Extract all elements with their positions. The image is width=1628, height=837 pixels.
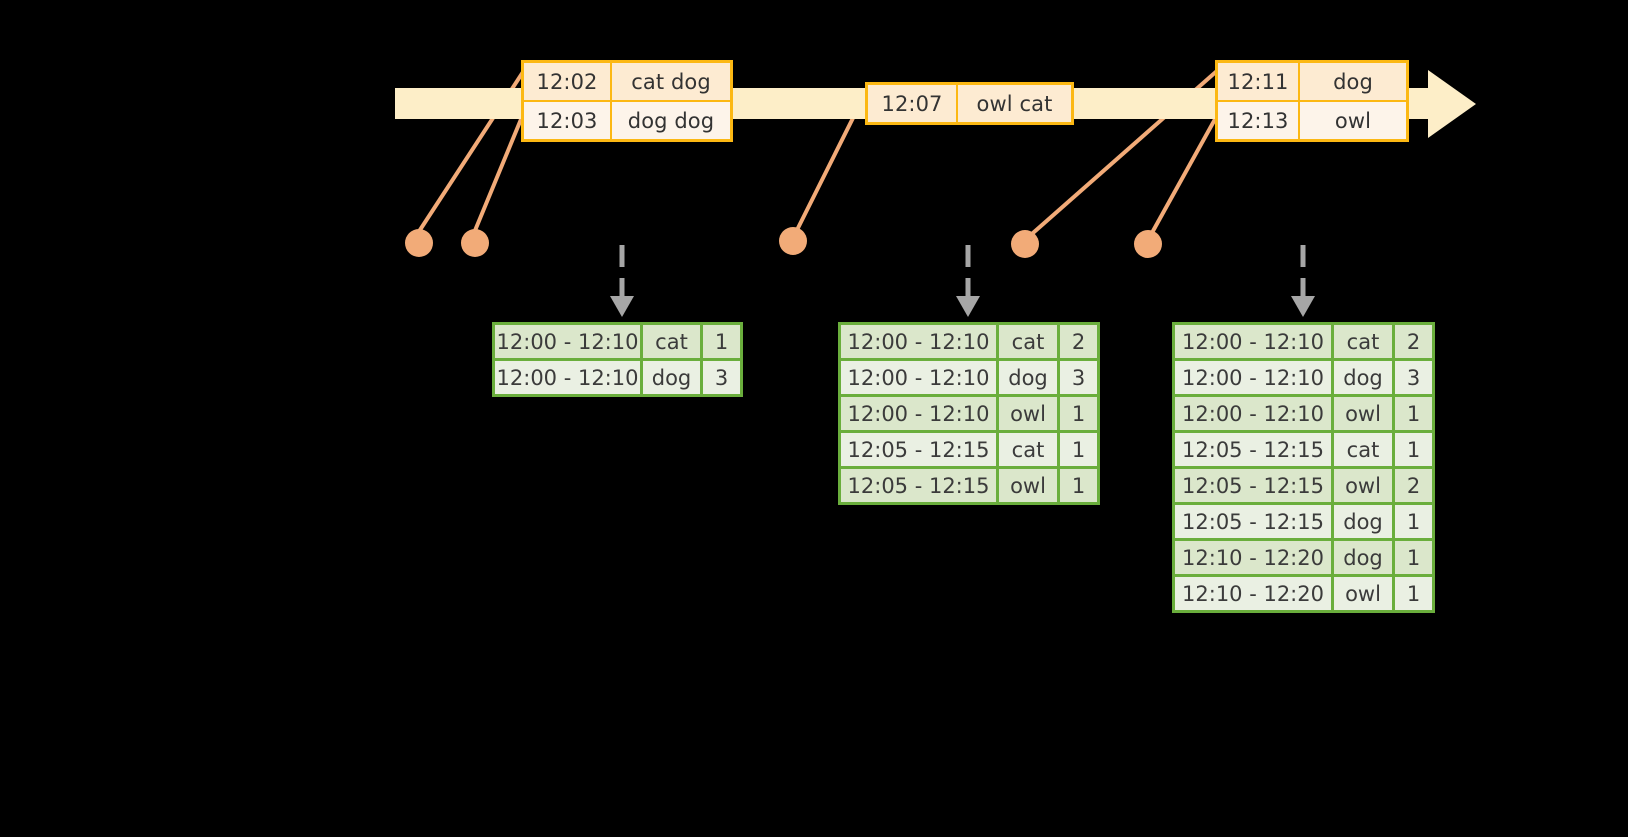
count: 3 <box>1395 361 1432 394</box>
connector-dot-1 <box>405 229 433 257</box>
window-range: 12:00 - 12:10 <box>1175 397 1331 430</box>
table-row[interactable]: 12:00 - 12:10 owl 1 <box>1175 397 1432 430</box>
count: 3 <box>1060 361 1097 394</box>
count: 1 <box>1395 397 1432 430</box>
count: 1 <box>1395 505 1432 538</box>
window-range: 12:05 - 12:15 <box>1175 505 1331 538</box>
word: dog <box>1334 505 1392 538</box>
window-range: 12:10 - 12:20 <box>1175 577 1331 610</box>
table-row[interactable]: 12:00 - 12:10 dog 3 <box>841 361 1097 394</box>
count: 1 <box>1060 397 1097 430</box>
window-range: 12:10 - 12:20 <box>1175 541 1331 574</box>
word: dog <box>1334 541 1392 574</box>
event-words: dog dog <box>612 102 730 139</box>
event-group-1[interactable]: 12:02 cat dog 12:03 dog dog <box>521 60 733 142</box>
window-range: 12:05 - 12:15 <box>841 469 996 502</box>
window-range: 12:00 - 12:10 <box>495 361 640 394</box>
table-row[interactable]: 12:00 - 12:10 cat 2 <box>1175 325 1432 358</box>
window-range: 12:05 - 12:15 <box>841 433 996 466</box>
table-row[interactable]: 12:05 - 12:15 owl 2 <box>1175 469 1432 502</box>
word: owl <box>1334 577 1392 610</box>
word: dog <box>643 361 700 394</box>
timeline-arrow-head <box>1428 70 1476 138</box>
word: owl <box>1334 397 1392 430</box>
connector-dot-5 <box>1134 230 1162 258</box>
count: 1 <box>1395 577 1432 610</box>
count: 3 <box>703 361 740 394</box>
event-group-3[interactable]: 12:11 dog 12:13 owl <box>1215 60 1409 142</box>
event-words: dog <box>1300 63 1406 100</box>
word: dog <box>1334 361 1392 394</box>
result-table-2[interactable]: 12:00 - 12:10 cat 2 12:00 - 12:10 dog 3 … <box>838 322 1100 505</box>
count: 2 <box>1395 325 1432 358</box>
word: owl <box>999 397 1057 430</box>
connector-dot-3 <box>779 227 807 255</box>
window-range: 12:00 - 12:10 <box>495 325 640 358</box>
event-time: 12:03 <box>524 102 610 139</box>
count: 1 <box>1395 541 1432 574</box>
event-row[interactable]: 12:07 owl cat <box>868 85 1071 122</box>
table-row[interactable]: 12:00 - 12:10 dog 3 <box>1175 361 1432 394</box>
result-table-1[interactable]: 12:00 - 12:10 cat 1 12:00 - 12:10 dog 3 <box>492 322 743 397</box>
word: cat <box>999 433 1057 466</box>
event-time: 12:07 <box>868 85 956 122</box>
count: 1 <box>1395 433 1432 466</box>
connector-dot-4 <box>1011 230 1039 258</box>
down-arrow-1 <box>610 245 634 317</box>
event-row[interactable]: 12:03 dog dog <box>524 102 730 139</box>
window-range: 12:00 - 12:10 <box>841 397 996 430</box>
window-range: 12:05 - 12:15 <box>1175 433 1331 466</box>
word: owl <box>1334 469 1392 502</box>
table-row[interactable]: 12:05 - 12:15 cat 1 <box>1175 433 1432 466</box>
event-group-2[interactable]: 12:07 owl cat <box>865 82 1074 125</box>
count: 2 <box>1395 469 1432 502</box>
event-time: 12:11 <box>1218 63 1298 100</box>
window-range: 12:00 - 12:10 <box>1175 361 1331 394</box>
event-row[interactable]: 12:13 owl <box>1218 102 1406 139</box>
down-arrow-3 <box>1291 245 1315 317</box>
event-words: owl <box>1300 102 1406 139</box>
event-words: owl cat <box>958 85 1071 122</box>
event-time: 12:13 <box>1218 102 1298 139</box>
count: 2 <box>1060 325 1097 358</box>
count: 1 <box>703 325 740 358</box>
word: cat <box>643 325 700 358</box>
event-row[interactable]: 12:02 cat dog <box>524 63 730 100</box>
count: 1 <box>1060 469 1097 502</box>
word: dog <box>999 361 1057 394</box>
connector-line-2 <box>472 111 526 234</box>
connector-dot-2 <box>461 229 489 257</box>
table-row[interactable]: 12:10 - 12:20 owl 1 <box>1175 577 1432 610</box>
count: 1 <box>1060 433 1097 466</box>
event-row[interactable]: 12:11 dog <box>1218 63 1406 100</box>
window-range: 12:05 - 12:15 <box>1175 469 1331 502</box>
table-row[interactable]: 12:00 - 12:10 dog 3 <box>495 361 740 394</box>
table-row[interactable]: 12:10 - 12:20 dog 1 <box>1175 541 1432 574</box>
table-row[interactable]: 12:00 - 12:10 cat 2 <box>841 325 1097 358</box>
result-table-3[interactable]: 12:00 - 12:10 cat 2 12:00 - 12:10 dog 3 … <box>1172 322 1435 613</box>
word: owl <box>999 469 1057 502</box>
table-row[interactable]: 12:00 - 12:10 cat 1 <box>495 325 740 358</box>
window-range: 12:00 - 12:10 <box>841 361 996 394</box>
table-row[interactable]: 12:05 - 12:15 cat 1 <box>841 433 1097 466</box>
event-words: cat dog <box>612 63 730 100</box>
window-range: 12:00 - 12:10 <box>841 325 996 358</box>
table-row[interactable]: 12:05 - 12:15 dog 1 <box>1175 505 1432 538</box>
connector-line-5 <box>1146 111 1221 241</box>
word: cat <box>999 325 1057 358</box>
word: cat <box>1334 325 1392 358</box>
table-row[interactable]: 12:05 - 12:15 owl 1 <box>841 469 1097 502</box>
event-time: 12:02 <box>524 63 610 100</box>
word: cat <box>1334 433 1392 466</box>
down-arrow-2 <box>956 245 980 317</box>
table-row[interactable]: 12:00 - 12:10 owl 1 <box>841 397 1097 430</box>
window-range: 12:00 - 12:10 <box>1175 325 1331 358</box>
